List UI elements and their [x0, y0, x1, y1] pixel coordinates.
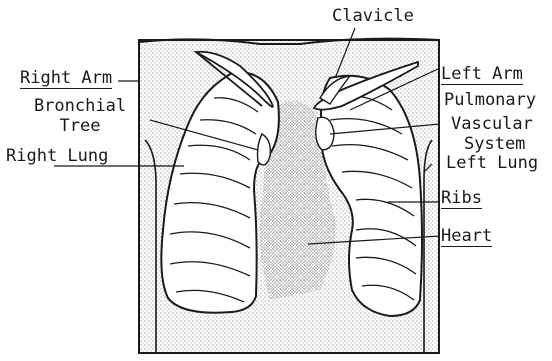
- label-right-lung: Right Lung: [6, 148, 108, 165]
- label-heart: Heart: [441, 228, 492, 247]
- label-pulmonary: Pulmonary: [444, 92, 536, 109]
- label-left-lung: Left Lung: [446, 155, 538, 172]
- label-bronchial: Bronchial: [24, 98, 136, 115]
- label-system: System: [464, 136, 525, 153]
- label-ribs: Ribs: [441, 190, 482, 209]
- label-left-arm: Left Arm: [441, 66, 523, 85]
- label-right-arm: Right Arm: [20, 70, 112, 89]
- label-clavicle: Clavicle: [332, 8, 414, 25]
- label-tree: Tree: [24, 118, 136, 135]
- label-vascular: Vascular: [451, 116, 533, 133]
